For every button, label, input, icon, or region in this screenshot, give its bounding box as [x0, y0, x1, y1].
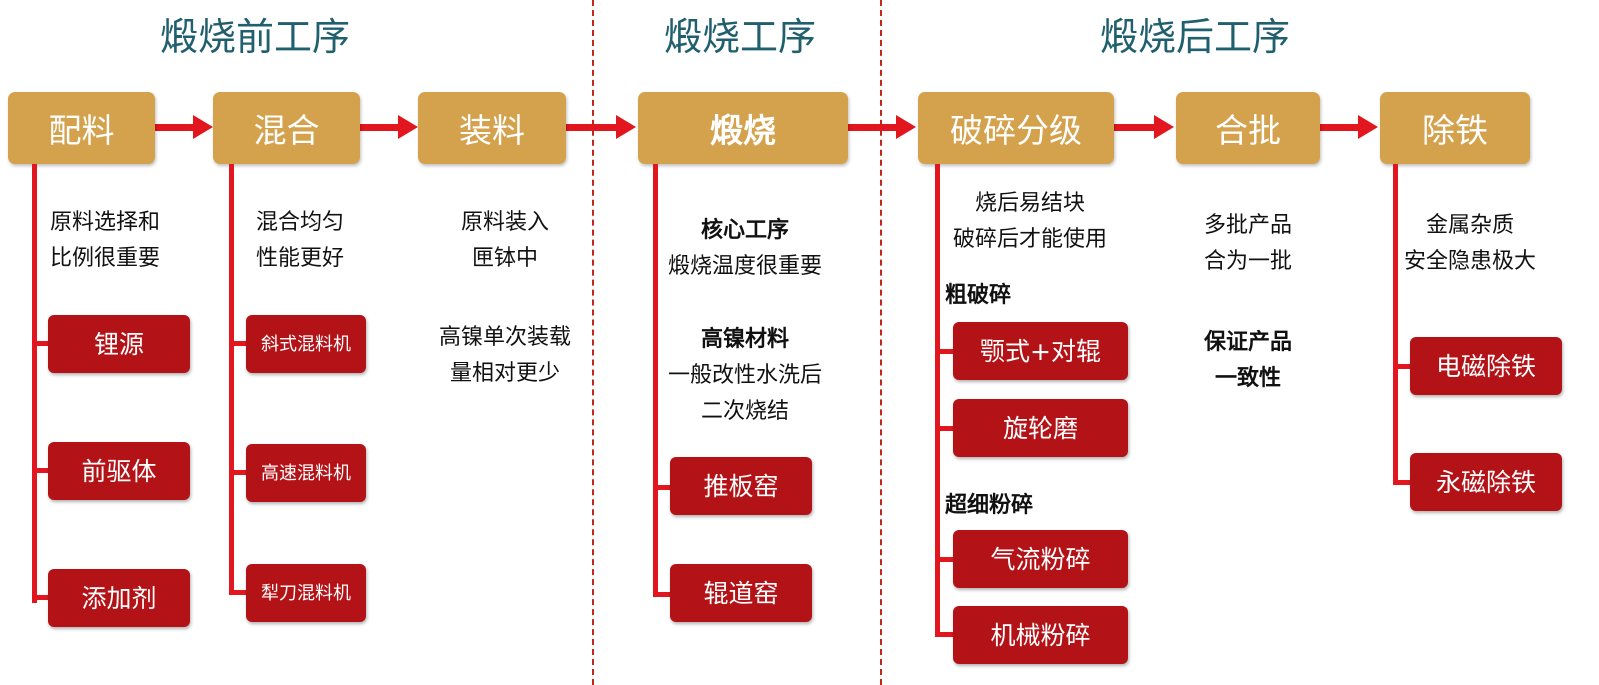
- stage-hunhe: 混合: [213, 92, 360, 164]
- connector-branch: [229, 590, 246, 595]
- desc-duanshao-ni-text: 一般改性水洗后 二次烧结: [650, 358, 840, 430]
- desc-line: 一般改性水洗后: [667, 363, 822, 388]
- box-jaw-roller-crusher: 颚式+对辊: [953, 322, 1128, 380]
- connector-branch: [229, 470, 246, 475]
- desc-line: 匣钵中: [471, 246, 538, 271]
- connector-vertical: [935, 164, 940, 637]
- desc-line: 原料装入: [460, 210, 549, 235]
- stage-posui: 破碎分级: [918, 92, 1114, 164]
- desc-posui-fine: 超细粉碎: [945, 493, 1034, 518]
- box-jet-mill: 气流粉碎: [953, 530, 1128, 588]
- desc-zhuangliao-2: 高镍单次装载 量相对更少: [425, 320, 585, 392]
- box-precursor: 前驱体: [48, 442, 190, 500]
- box-roller-kiln: 辊道窑: [670, 564, 812, 622]
- desc-chutie: 金属杂质 安全隐患极大: [1390, 208, 1550, 280]
- section-title-post-calcination: 煅烧后工序: [1099, 15, 1290, 59]
- box-line: 混料机: [297, 333, 351, 355]
- desc-line: 性能更好: [255, 246, 344, 271]
- connector-branch: [1393, 480, 1410, 485]
- connector-branch: [32, 341, 48, 346]
- desc-line: 金属杂质: [1425, 213, 1514, 238]
- section-title-pre-calcination: 煅烧前工序: [159, 15, 350, 59]
- section-divider-left: [592, 0, 594, 685]
- connector-branch: [1393, 364, 1410, 369]
- arrow-head: [398, 115, 418, 139]
- arrow-shaft: [1114, 124, 1156, 131]
- box-line: 高速: [261, 462, 297, 484]
- arrow-head: [896, 115, 916, 139]
- desc-duanshao-core-text: 煅烧温度很重要: [667, 254, 822, 279]
- desc-posui-coarse: 粗破碎: [945, 283, 1012, 308]
- stage-duanshao: 煅烧: [638, 92, 848, 164]
- connector-branch: [653, 592, 670, 597]
- arrow-shaft: [155, 124, 195, 131]
- desc-line: 破碎后才能使用: [952, 227, 1107, 252]
- desc-line: 安全隐患极大: [1403, 249, 1536, 274]
- stage-peiliao: 配料: [8, 92, 155, 164]
- section-title-calcination: 煅烧工序: [663, 15, 816, 59]
- desc-line: 比例很重要: [49, 246, 160, 271]
- desc-line: 合为一批: [1203, 249, 1292, 274]
- arrow-shaft: [1320, 124, 1360, 131]
- desc-line: 二次烧结: [700, 399, 789, 424]
- desc-duanshao-ni-title: 高镍材料: [700, 327, 789, 352]
- connector-branch: [935, 349, 953, 354]
- box-permanent-magnet-iron-removal: 永磁除铁: [1410, 453, 1562, 511]
- box-electromagnetic-iron-removal: 电磁除铁: [1410, 337, 1562, 395]
- connector-branch: [935, 557, 953, 562]
- desc-hepi-1: 多批产品 合为一批: [1180, 208, 1316, 280]
- desc-duanshao-core-title: 核心工序: [700, 218, 789, 243]
- arrow-head: [616, 115, 636, 139]
- box-line: 斜式: [261, 333, 297, 355]
- connector-vertical: [1393, 164, 1398, 485]
- connector-vertical: [653, 164, 658, 597]
- box-line: 犁刀: [261, 582, 297, 604]
- stage-zhuangliao: 装料: [418, 92, 566, 164]
- arrow-head: [1154, 115, 1174, 139]
- arrow-head: [1358, 115, 1378, 139]
- connector-vertical: [32, 164, 37, 603]
- arrow-shaft: [566, 124, 618, 131]
- box-pusher-kiln: 推板窑: [670, 457, 812, 515]
- box-lithium-source: 锂源: [48, 315, 190, 373]
- desc-line: 量相对更少: [449, 361, 560, 386]
- box-additive: 添加剂: [48, 569, 190, 627]
- connector-branch: [653, 485, 670, 490]
- desc-hepi-2: 保证产品 一致性: [1180, 325, 1316, 397]
- box-line: 混料机: [297, 582, 351, 604]
- box-high-speed-mixer: 高速 混料机: [246, 444, 366, 502]
- stage-hepi: 合批: [1176, 92, 1320, 164]
- desc-zhuangliao-1: 原料装入 匣钵中: [430, 205, 580, 277]
- desc-line: 保证产品: [1203, 330, 1292, 355]
- box-mechanical-mill: 机械粉碎: [953, 606, 1128, 664]
- arrow-head: [193, 115, 213, 139]
- desc-line: 混合均匀: [255, 210, 344, 235]
- desc-line: 原料选择和: [49, 210, 160, 235]
- stage-chutie: 除铁: [1380, 92, 1530, 164]
- section-divider-right: [880, 0, 882, 685]
- box-line: 混料机: [297, 462, 351, 484]
- desc-line: 一致性: [1214, 366, 1281, 391]
- connector-branch: [935, 632, 953, 637]
- desc-hunhe: 混合均匀 性能更好: [240, 205, 360, 277]
- connector-branch: [229, 341, 246, 346]
- connector-vertical: [229, 164, 234, 595]
- desc-posui: 烧后易结块 破碎后才能使用: [930, 186, 1130, 258]
- arrow-shaft: [360, 124, 400, 131]
- box-inclined-mixer: 斜式 混料机: [246, 315, 366, 373]
- connector-branch: [32, 595, 48, 600]
- box-plough-mixer: 犁刀 混料机: [246, 564, 366, 622]
- desc-line: 高镍单次装载: [438, 325, 571, 350]
- desc-line: 多批产品: [1203, 213, 1292, 238]
- connector-branch: [32, 468, 48, 473]
- box-rotary-mill: 旋轮磨: [953, 399, 1128, 457]
- arrow-shaft: [848, 124, 898, 131]
- connector-branch: [935, 426, 953, 431]
- desc-peiliao: 原料选择和 比例很重要: [40, 205, 170, 277]
- desc-line: 烧后易结块: [974, 191, 1085, 216]
